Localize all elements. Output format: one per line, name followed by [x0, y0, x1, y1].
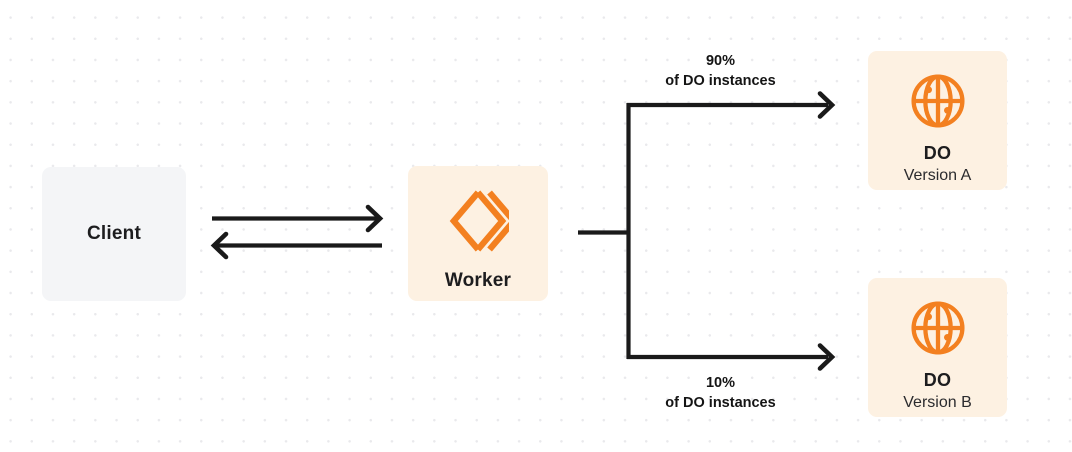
edge-label-bottom-percent: 10% — [705, 375, 736, 391]
durable-object-globe-icon — [908, 71, 968, 131]
edge-label-bottom: 10% of DO instances — [618, 374, 823, 414]
edge-label-bottom-caption: of DO instances — [665, 394, 776, 411]
edge-client-to-worker — [212, 204, 384, 233]
node-do-b-title: DO — [923, 370, 952, 390]
node-client-title: Client — [87, 223, 141, 244]
edge-label-top-caption: of DO instances — [665, 72, 776, 89]
node-client: Client — [42, 167, 186, 301]
node-worker-title: Worker — [444, 270, 512, 291]
edge-label-top-percent: 90% — [705, 53, 736, 69]
edge-worker-split-bus — [578, 103, 631, 359]
node-do-version-a: DO Version A — [868, 51, 1007, 190]
edge-worker-to-do-b — [627, 343, 836, 371]
node-do-a-subtitle: Version A — [903, 167, 972, 184]
edge-label-top: 90% of DO instances — [618, 52, 823, 92]
node-do-b-subtitle: Version B — [903, 394, 972, 411]
durable-object-globe-icon — [908, 298, 968, 358]
node-do-version-b: DO Version B — [868, 278, 1007, 417]
edge-worker-to-client — [210, 231, 382, 260]
edge-worker-to-do-a — [627, 91, 836, 119]
node-worker: Worker — [408, 166, 548, 301]
cloudflare-workers-icon — [447, 190, 509, 252]
node-do-a-title: DO — [923, 143, 952, 163]
